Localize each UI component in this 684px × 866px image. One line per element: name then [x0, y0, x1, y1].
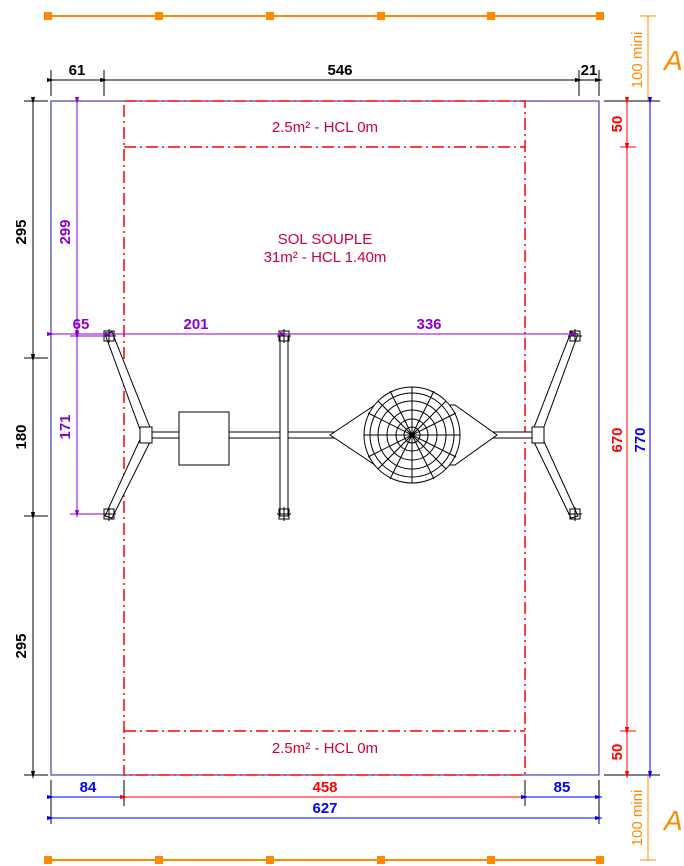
- main-zone-label-line1: SOL SOUPLE: [278, 231, 372, 248]
- top-min-clearance-label: 100 mini: [629, 32, 646, 89]
- swing-seat: [178, 411, 230, 466]
- dim-inner-span: 171: [57, 414, 74, 439]
- dim-post-gap-middle: 201: [183, 316, 208, 333]
- dim-right-top: 50: [609, 116, 626, 133]
- dim-bottom-left: 84: [80, 779, 97, 796]
- bottom-safety-letter: A: [662, 805, 683, 836]
- dim-inner-vertical: 299: [57, 219, 74, 244]
- top-clearance-line: [44, 12, 604, 20]
- dim-bottom-total: 627: [312, 800, 337, 817]
- dim-bottom-right: 85: [554, 779, 571, 796]
- bottom-min-clearance-dimension: 100 mini A: [629, 774, 683, 861]
- dim-top-middle: 546: [327, 62, 352, 79]
- dim-right-bottom: 50: [609, 744, 626, 761]
- bottom-min-clearance-label: 100 mini: [629, 790, 646, 847]
- bottom-zone-label: 2.5m² - HCL 0m: [272, 740, 378, 757]
- dim-left-bottom: 295: [13, 633, 30, 658]
- swing-structure: [102, 329, 582, 521]
- dim-right-middle: 670: [609, 427, 626, 452]
- nest-swing: [329, 386, 498, 484]
- top-safety-letter: A: [662, 45, 683, 76]
- right-dimensions: [604, 97, 660, 779]
- left-dimensions: [24, 97, 48, 779]
- dim-bottom-middle: 458: [312, 779, 337, 796]
- dim-top-right: 21: [581, 62, 598, 79]
- dim-left-top: 295: [13, 219, 30, 244]
- dim-post-gap-left: 65: [73, 316, 90, 333]
- top-dimensions: [47, 70, 603, 96]
- dim-top-left: 61: [69, 62, 86, 79]
- dim-right-total: 770: [632, 427, 649, 452]
- bottom-clearance-line: [44, 856, 604, 864]
- top-min-clearance-dimension: 100 mini A: [629, 15, 683, 102]
- dim-left-middle: 180: [13, 424, 30, 449]
- bottom-dimensions: [47, 780, 603, 824]
- top-zone-label: 2.5m² - HCL 0m: [272, 119, 378, 136]
- dim-post-gap-right: 336: [416, 316, 441, 333]
- inner-dimensions: [47, 97, 579, 518]
- main-zone-label-line2: 31m² - HCL 1.40m: [264, 249, 387, 266]
